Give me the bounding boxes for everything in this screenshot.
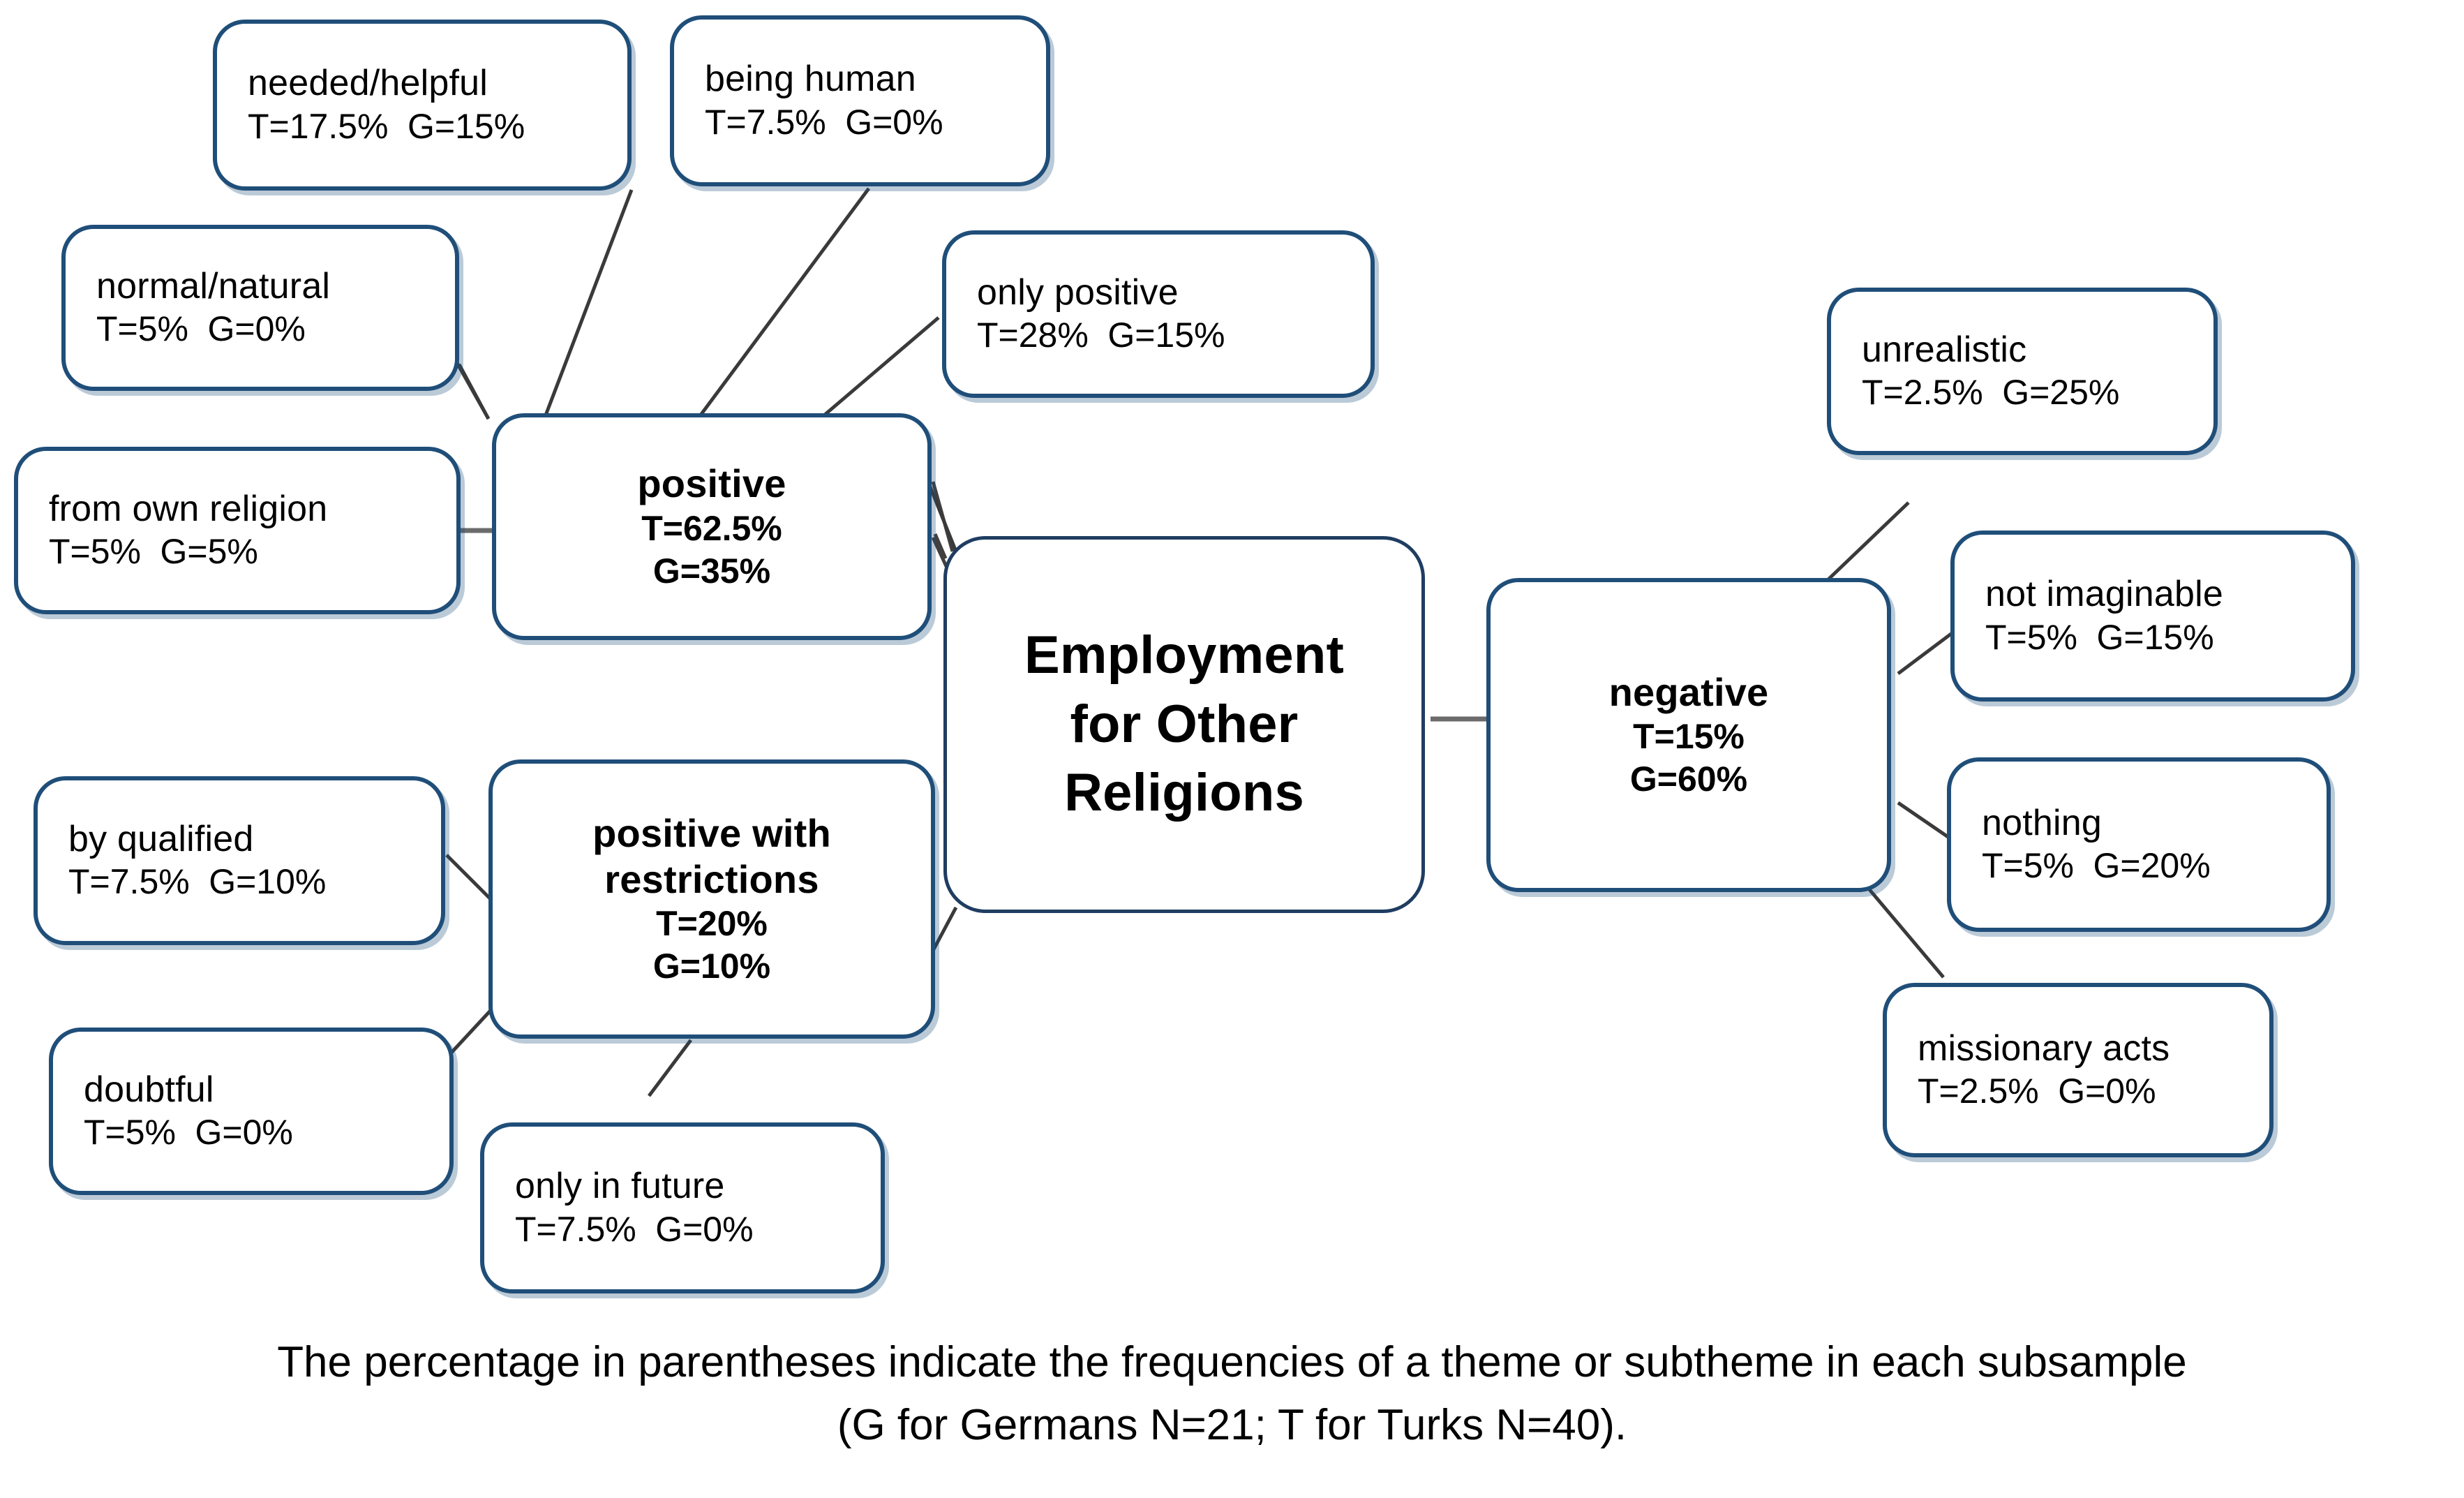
node-stats-t: T=20%	[656, 904, 768, 944]
node-positive[interactable]: positive T=62.5% G=35%	[492, 413, 932, 640]
node-stats: T=7.5%G=10%	[68, 862, 327, 902]
node-stats: T=5%G=5%	[49, 532, 258, 572]
node-missionary-acts[interactable]: missionary acts T=2.5%G=0%	[1883, 983, 2273, 1157]
node-title: nothing	[1982, 802, 2102, 843]
node-title: only positive	[977, 272, 1179, 313]
node-nothing[interactable]: nothing T=5%G=20%	[1947, 757, 2331, 932]
node-from-own-religion[interactable]: from own religion T=5%G=5%	[14, 447, 461, 614]
node-root-employment-for-other-religions[interactable]: Employment for Other Religions	[943, 536, 1425, 913]
node-stats: T=7.5%G=0%	[705, 102, 943, 142]
node-stats-g: G=10%	[652, 947, 771, 986]
node-unrealistic[interactable]: unrealistic T=2.5%G=25%	[1827, 288, 2218, 455]
node-negative[interactable]: negative T=15% G=60%	[1486, 578, 1891, 892]
node-stats: T=5%G=0%	[84, 1113, 293, 1152]
node-title-line-2: restrictions	[604, 857, 819, 901]
node-not-imaginable[interactable]: not imaginable T=5%G=15%	[1950, 531, 2355, 702]
node-stats: T=5%G=15%	[1985, 617, 2214, 657]
node-stats-g: G=35%	[652, 551, 771, 591]
node-needed-helpful[interactable]: needed/helpful T=17.5%G=15%	[213, 20, 632, 191]
node-stats: T=28%G=15%	[977, 316, 1225, 355]
node-stats: T=7.5%G=0%	[515, 1209, 754, 1249]
node-title: positive	[637, 461, 786, 506]
root-title-line-1: Employment	[1024, 625, 1345, 685]
node-stats: T=17.5%G=15%	[248, 106, 525, 146]
node-title: needed/helpful	[248, 63, 488, 104]
node-stats: T=5%G=20%	[1982, 846, 2211, 886]
node-title: unrealistic	[1862, 329, 2027, 370]
node-only-in-future[interactable]: only in future T=7.5%G=0%	[480, 1122, 885, 1293]
node-title: by qualified	[68, 818, 254, 859]
node-stats-t: T=15%	[1633, 717, 1745, 757]
node-title-line-1: positive with	[592, 810, 831, 855]
node-stats-g: G=60%	[1629, 759, 1748, 799]
node-stats: T=5%G=0%	[96, 309, 306, 349]
node-doubtful[interactable]: doubtful T=5%G=0%	[49, 1028, 454, 1195]
node-stats: T=2.5%G=0%	[1918, 1071, 2156, 1111]
node-title: negative	[1608, 669, 1769, 714]
node-title: being human	[705, 59, 916, 100]
root-title-line-2: for Other	[1070, 694, 1299, 754]
root-title-line-3: Religions	[1064, 763, 1304, 823]
caption-line-2: (G for Germans N=21; T for Turks N=40).	[837, 1401, 1627, 1449]
node-only-positive[interactable]: only positive T=28%G=15%	[942, 230, 1375, 398]
node-title: not imaginable	[1985, 574, 2224, 615]
node-title: missionary acts	[1918, 1028, 2170, 1069]
node-title: normal/natural	[96, 265, 331, 306]
node-title: from own religion	[49, 488, 328, 529]
node-stats: T=2.5%G=25%	[1862, 373, 2120, 413]
node-positive-with-restrictions[interactable]: positive with restrictions T=20% G=10%	[488, 759, 935, 1039]
node-normal-natural[interactable]: normal/natural T=5%G=0%	[61, 225, 459, 391]
node-by-qualified[interactable]: by qualified T=7.5%G=10%	[33, 776, 445, 945]
node-title: doubtful	[84, 1069, 214, 1110]
caption-line-1: The percentage in parentheses indicate t…	[277, 1338, 2187, 1386]
node-stats-t: T=62.5%	[641, 508, 782, 548]
node-being-human[interactable]: being human T=7.5%G=0%	[670, 15, 1050, 186]
node-title: only in future	[515, 1166, 725, 1207]
